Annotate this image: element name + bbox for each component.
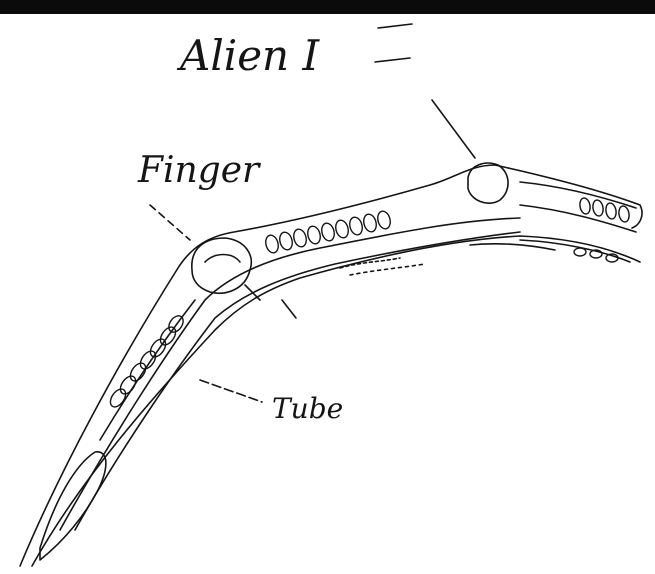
joint-detail-mark (282, 300, 296, 318)
tip-coils (574, 197, 630, 262)
tip-underside-line (470, 244, 555, 250)
fingers-label: Finger (137, 150, 261, 191)
tip-joint (468, 163, 508, 203)
joint-detail-mark (245, 285, 260, 300)
knuckle-joint (192, 238, 251, 293)
finger-leader-line (150, 205, 190, 240)
title-label: Alien I (176, 31, 320, 80)
upper-segment-coils (264, 210, 392, 254)
tube-lower-line (75, 232, 520, 530)
hatch-line (350, 264, 425, 275)
tube-upper-line (60, 218, 520, 530)
tip-claw-lower (520, 205, 636, 232)
title-i-top-stroke (378, 24, 412, 28)
lower-segment-coils (107, 313, 186, 409)
title-leader-line (432, 100, 475, 158)
tube-leader-line (200, 380, 262, 402)
title-i-bottom-stroke (375, 58, 410, 62)
knuckle-crease (205, 255, 240, 263)
tube-label: Tube (272, 392, 343, 425)
lower-spine-line (100, 300, 195, 440)
